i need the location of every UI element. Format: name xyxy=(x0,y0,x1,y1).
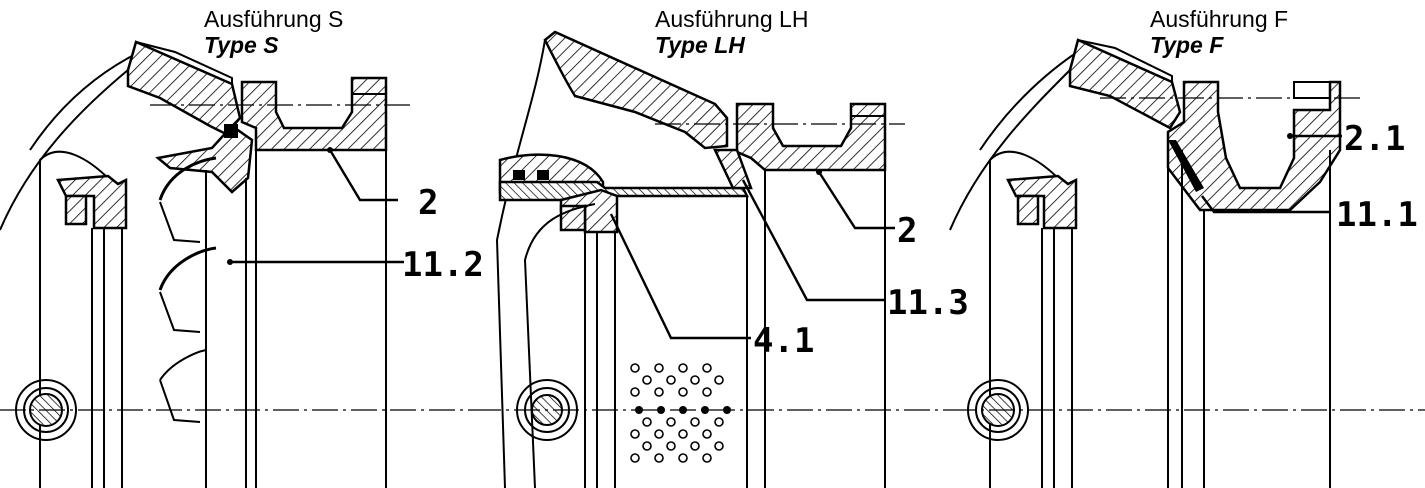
liner-wedge xyxy=(713,148,753,190)
section-drawing-f: 2.1 11.1 xyxy=(949,38,1425,488)
callout-11-2: 11.2 xyxy=(402,245,484,285)
panel-title: Ausführung S Type S xyxy=(204,6,343,58)
spiral-flight-3 xyxy=(159,349,207,423)
title-german: Ausführung S xyxy=(204,6,344,32)
leader-11-3 xyxy=(741,179,885,302)
title-german: Ausführung LH xyxy=(655,6,809,32)
housing-flange-section xyxy=(1068,38,1182,130)
leader-2 xyxy=(817,171,895,230)
leader-11-1 xyxy=(1201,195,1330,214)
callout-11-3: 11.3 xyxy=(887,283,969,323)
bolt-hole xyxy=(1293,81,1331,99)
seal-ring xyxy=(224,124,238,138)
spiral-flight-1-edge xyxy=(159,201,201,243)
leader-dot-2-1 xyxy=(1287,133,1293,139)
panel-title: Ausführung LH Type LH xyxy=(655,6,808,58)
ring-part-2-1-section xyxy=(1166,80,1342,212)
housing-flange-section xyxy=(543,30,729,150)
cone-liner-11-1 xyxy=(1168,140,1204,192)
title-english: Type S xyxy=(204,32,279,58)
title-english: Type LH xyxy=(655,32,745,58)
inner-curve xyxy=(523,203,596,488)
ring-part-2-section xyxy=(240,76,388,152)
left-seal-block xyxy=(1016,194,1040,226)
perforation-pattern xyxy=(630,363,724,463)
bolt-hole xyxy=(850,103,886,117)
callout-4-1: 4.1 xyxy=(753,321,814,361)
section-drawing-s: 2 11.2 xyxy=(0,40,484,488)
ring-part-2-section xyxy=(735,102,887,172)
left-seal-block xyxy=(64,194,88,226)
title-german: Ausführung F xyxy=(1150,6,1289,32)
callout-11-1: 11.1 xyxy=(1336,195,1418,235)
bolt-hole xyxy=(351,77,387,95)
left-bore-outline xyxy=(39,150,111,488)
panel-title: Ausführung F Type F xyxy=(1150,6,1288,58)
section-drawing-lh: 2 11.3 4.1 xyxy=(475,30,969,488)
spiral-flight-1 xyxy=(158,156,217,201)
spiral-flight-2 xyxy=(158,246,217,291)
leader-4-1 xyxy=(609,213,751,340)
housing-outline xyxy=(495,39,563,488)
leader-dot-2 xyxy=(327,147,333,153)
seal-dot-1 xyxy=(513,170,525,180)
leader-2 xyxy=(328,149,398,202)
callout-2: 2 xyxy=(897,211,917,251)
liner-section xyxy=(498,180,750,202)
spiral-flight-2-edge xyxy=(159,291,201,333)
title-english: Type F xyxy=(1150,32,1224,58)
callout-2-1: 2.1 xyxy=(1344,119,1405,159)
panel-type-f: Ausführung F Type F 2.1 11.1 xyxy=(949,0,1425,488)
seal-dot-2 xyxy=(537,170,549,180)
callout-2: 2 xyxy=(418,183,438,223)
left-bore-outline xyxy=(989,150,1061,488)
panel-type-lh: Ausführung LH Type LH xyxy=(475,0,969,488)
leader-dot-11-2 xyxy=(227,259,233,265)
leader-dot-2 xyxy=(816,169,822,175)
panel-type-s: Ausführung S Type S xyxy=(0,0,484,488)
